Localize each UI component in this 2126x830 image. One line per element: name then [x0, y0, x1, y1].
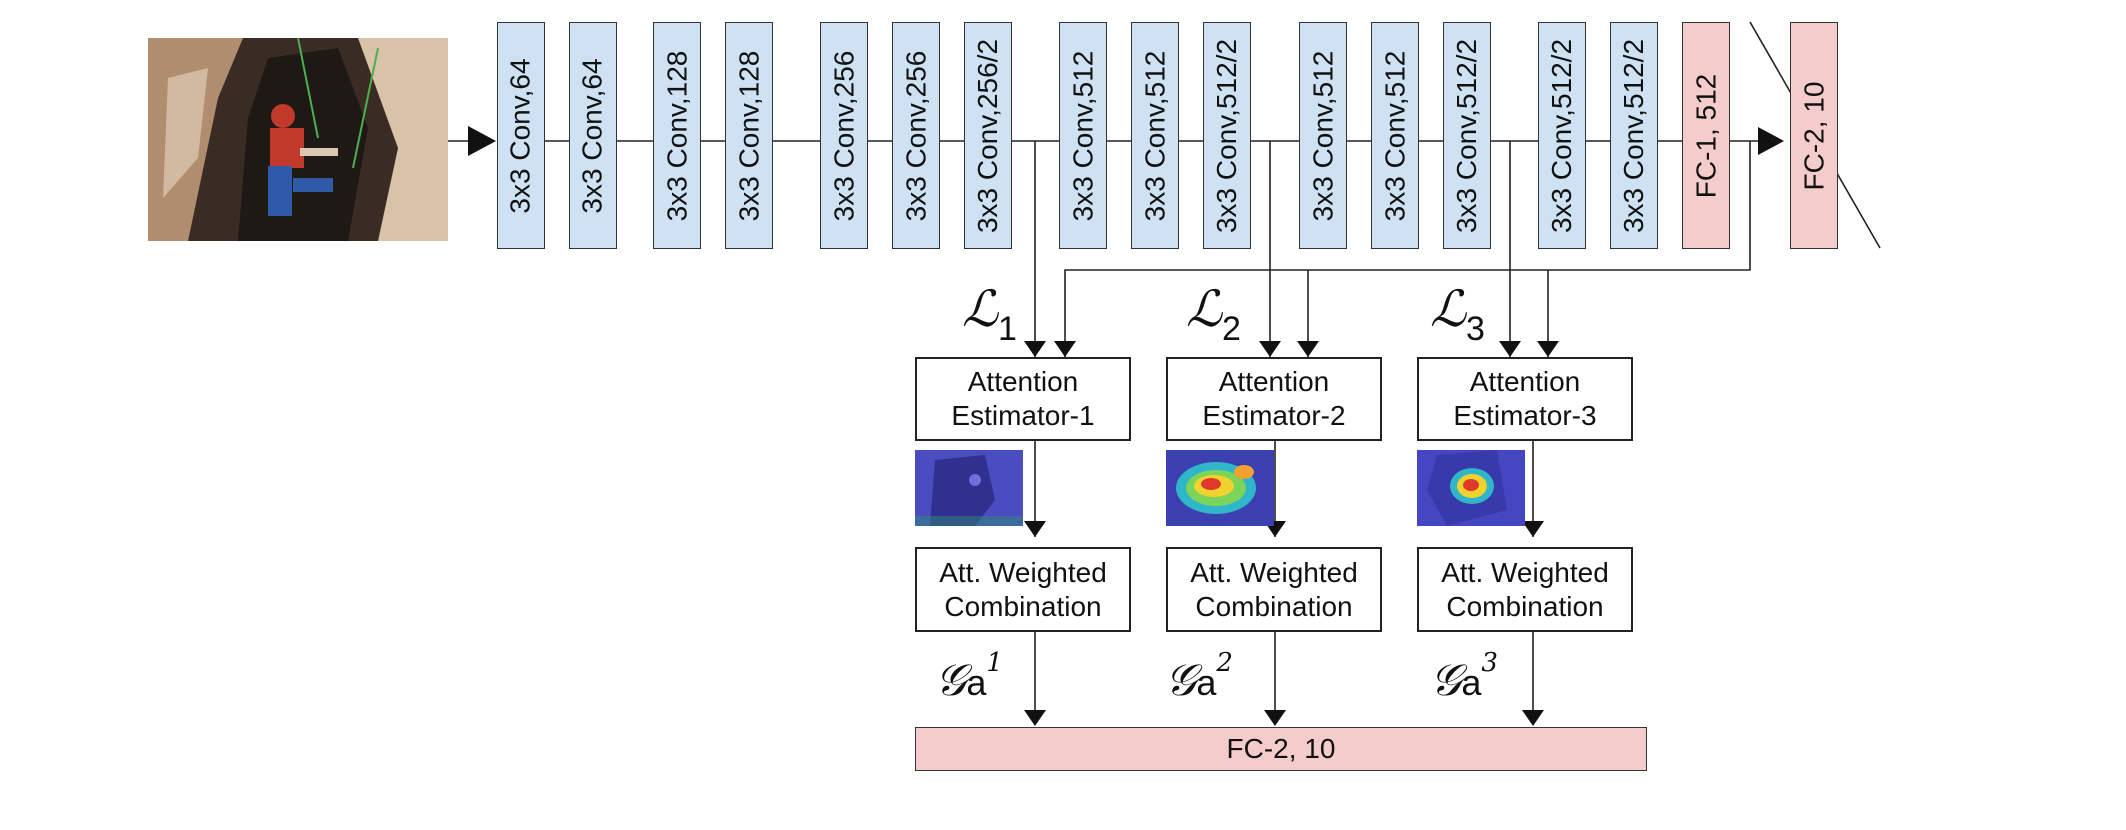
conv-layer-label: 3x3 Conv,512/2 [1211, 38, 1242, 233]
combination-label: Att. Weighted [1190, 556, 1358, 588]
estimator-label: Attention [967, 366, 1079, 397]
fc1-layer: FC-1, 512 [1682, 22, 1730, 249]
attention-weighted-combination-1: Att. Weighted Combination [915, 547, 1131, 632]
conv-layer-9: 3x3 Conv,512 [1131, 22, 1179, 249]
attention-heatmap-3 [1417, 450, 1525, 526]
combination-label: Combination [944, 590, 1102, 622]
conv-layer-label: 3x3 Conv,128 [733, 50, 764, 221]
conv-layer-15: 3x3 Conv,512/2 [1610, 22, 1658, 249]
conv-layer-2: 3x3 Conv,64 [569, 22, 617, 249]
conv-layer-14: 3x3 Conv,512/2 [1538, 22, 1586, 249]
estimator-label: Attention [1469, 366, 1581, 397]
conv-layer-label: 3x3 Conv,512 [1067, 50, 1098, 221]
conv-layer-13: 3x3 Conv,512/2 [1443, 22, 1491, 249]
final-fc-label: FC-2, 10 [1226, 733, 1336, 764]
attention-heatmap-1 [915, 450, 1023, 526]
conv-layer-1: 3x3 Conv,64 [497, 22, 545, 249]
input-image [148, 38, 448, 241]
fc-layer-label: FC-2, 10 [1798, 81, 1829, 190]
combination-label: Att. Weighted [1441, 556, 1609, 588]
conv-layer-5: 3x3 Conv,256 [820, 22, 868, 249]
conv-layer-label: 3x3 Conv,64 [505, 57, 537, 214]
fc2-layer: FC-2, 10 [1790, 22, 1838, 249]
attention-feature-3: 𝒢a3 [1430, 648, 1498, 706]
conv-layer-label: 3x3 Conv,512/2 [1618, 38, 1649, 233]
conv-layer-label: 3x3 Conv,512 [1379, 50, 1410, 221]
input-arrow [468, 126, 496, 156]
conv-layer-label: 3x3 Conv,256/2 [972, 38, 1003, 233]
loss-1: ℒ1 [962, 280, 1017, 348]
conv-layer-label: 3x3 Conv,512/2 [1451, 38, 1482, 233]
conv-layer-3: 3x3 Conv,128 [653, 22, 701, 249]
estimator-label: Attention [1218, 366, 1330, 397]
conv-layer-label: 3x3 Conv,512 [1139, 50, 1170, 221]
conv-layer-8: 3x3 Conv,512 [1059, 22, 1107, 249]
combination-label: Combination [1446, 590, 1604, 622]
conv-layer-4: 3x3 Conv,128 [725, 22, 773, 249]
attention-heatmap-2 [1166, 450, 1274, 526]
conv-layer-6: 3x3 Conv,256 [892, 22, 940, 249]
fc-layer-label: FC-1, 512 [1690, 73, 1721, 198]
combination-label: Att. Weighted [939, 556, 1107, 588]
estimator-label: Estimator-3 [1453, 400, 1597, 431]
attention-estimator-1: Attention Estimator-1 [915, 357, 1131, 441]
attention-weighted-combination-2: Att. Weighted Combination [1166, 547, 1382, 632]
combination-label: Combination [1195, 590, 1353, 622]
attention-feature-2: 𝒢a2 [1165, 648, 1233, 706]
conv-layer-label: 3x3 Conv,256 [900, 50, 931, 221]
final-fc-layer: FC-2, 10 [915, 727, 1647, 771]
conv-layer-10: 3x3 Conv,512/2 [1203, 22, 1251, 249]
attention-estimator-2: Attention Estimator-2 [1166, 357, 1382, 441]
conv-layer-label: 3x3 Conv,128 [661, 50, 692, 221]
conv-layer-7: 3x3 Conv,256/2 [964, 22, 1012, 249]
loss-3: ℒ3 [1430, 280, 1485, 348]
conv-layer-label: 3x3 Conv,512/2 [1546, 38, 1577, 233]
conv-layer-label: 3x3 Conv,512 [1307, 50, 1338, 221]
conv-layer-label: 3x3 Conv,64 [577, 57, 609, 214]
global-feature-line [1064, 141, 1751, 357]
fc2-arrow [1758, 127, 1784, 155]
loss-2: ℒ2 [1186, 280, 1241, 348]
attention-weighted-combination-3: Att. Weighted Combination [1417, 547, 1633, 632]
attention-feature-1: 𝒢a1 [935, 648, 1003, 706]
conv-layer-12: 3x3 Conv,512 [1371, 22, 1419, 249]
conv-layer-label: 3x3 Conv,256 [828, 50, 859, 221]
attention-estimator-3: Attention Estimator-3 [1417, 357, 1633, 441]
estimator-label: Estimator-1 [951, 400, 1095, 431]
conv-layer-11: 3x3 Conv,512 [1299, 22, 1347, 249]
estimator-label: Estimator-2 [1202, 400, 1346, 431]
